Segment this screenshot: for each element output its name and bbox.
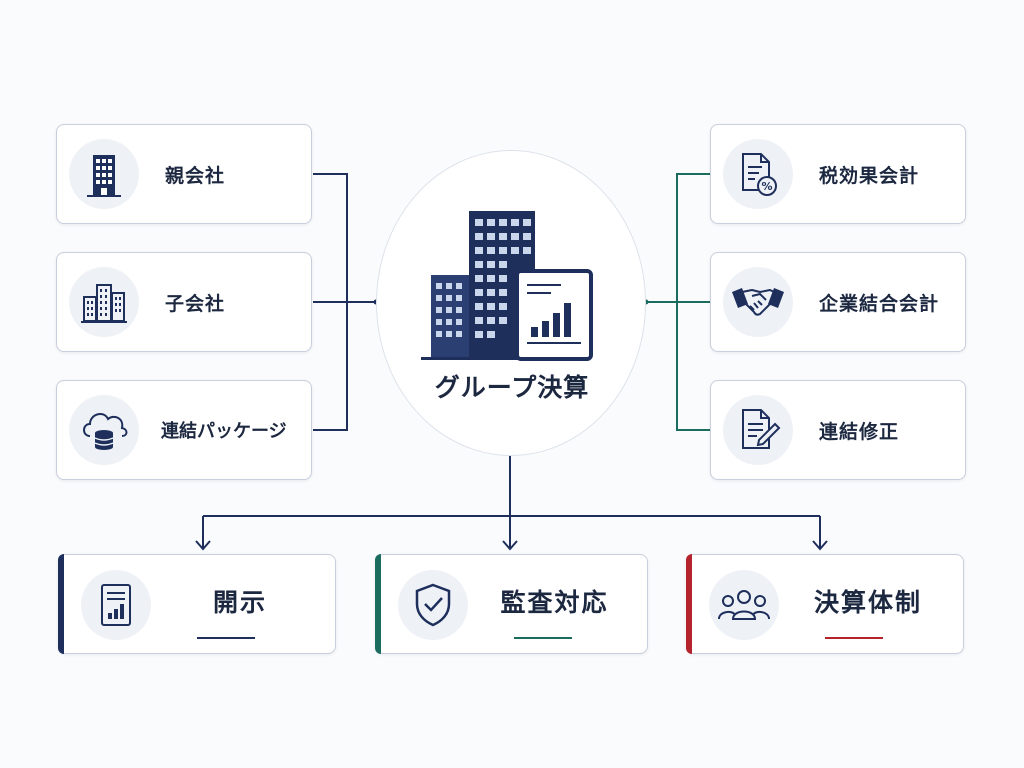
report-chart-icon [81, 570, 151, 640]
node-consolidation-adjustment: 連結修正 [710, 380, 966, 480]
group-closing-hub [376, 150, 646, 456]
output-closing-structure: 決算体制 [686, 554, 964, 654]
center-title: グループ決算 [434, 373, 590, 402]
consolidation-adjustment-label: 連結修正 [819, 420, 900, 443]
output-audit-response: 監査対応 [375, 554, 648, 654]
arrowhead-right [812, 540, 828, 551]
connector-right [646, 173, 710, 431]
handshake-icon [723, 267, 793, 337]
shield-check-icon [398, 570, 468, 640]
business-combination-label: 企業結合会計 [819, 292, 940, 315]
tax-effect-accounting-label: 税効果会計 [819, 164, 920, 187]
arrowhead-center [502, 540, 518, 551]
team-icon [709, 570, 779, 640]
node-parent-company: 親会社 [56, 124, 312, 224]
accent-bar [686, 554, 692, 654]
output-disclosure: 開示 [58, 554, 336, 654]
accent-bar [375, 554, 381, 654]
accent-bar [58, 554, 64, 654]
underline [197, 637, 255, 639]
headquarters-report-icon [421, 211, 593, 361]
document-edit-icon [723, 395, 793, 465]
node-consolidation-package: 連結パッケージ [56, 380, 312, 480]
connector-left [313, 173, 376, 431]
disclosure-label: 開示 [212, 588, 267, 617]
city-buildings-icon [69, 267, 139, 337]
underline [825, 637, 883, 639]
closing-structure-label: 決算体制 [813, 588, 922, 617]
consolidation-package-label: 連結パッケージ [161, 421, 287, 442]
cloud-database-icon [69, 395, 139, 465]
svg-text:%: % [761, 180, 772, 193]
arrowhead-left [195, 540, 211, 551]
underline [514, 637, 572, 639]
node-subsidiary: 子会社 [56, 252, 312, 352]
parent-company-label: 親会社 [165, 164, 226, 187]
audit-response-label: 監査対応 [500, 588, 609, 617]
document-percent-icon: % [723, 139, 793, 209]
node-tax-effect-accounting: % 税効果会計 [710, 124, 966, 224]
connector-bottom [202, 456, 821, 548]
subsidiary-label: 子会社 [165, 292, 226, 315]
office-building-icon [69, 139, 139, 209]
node-business-combination-accounting: 企業結合会計 [710, 252, 966, 352]
